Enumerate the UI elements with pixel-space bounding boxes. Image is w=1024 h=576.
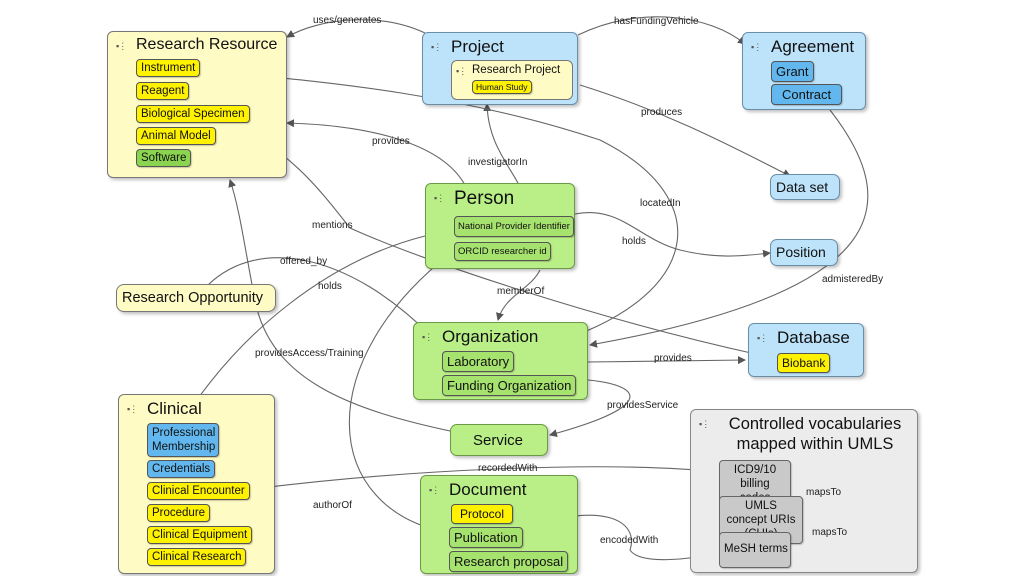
- edge-provides-rr: [286, 119, 466, 186]
- database-title: Database: [777, 328, 850, 347]
- animal-model-chip[interactable]: Animal Model: [136, 127, 216, 145]
- reagent-chip[interactable]: Reagent: [136, 82, 190, 100]
- agreement-box[interactable]: ▪⋮ Agreement Grant Contract: [742, 32, 866, 110]
- edge-administered-by: [589, 109, 869, 348]
- label-mentions: mentions: [312, 220, 353, 231]
- edge-mentions: [229, 122, 761, 356]
- edge-investigator-in: [483, 103, 519, 184]
- label-holds-position: holds: [622, 236, 646, 247]
- label-administered-by: admisteredBy: [822, 274, 884, 285]
- position-title: Position: [776, 244, 826, 260]
- label-investigator-in: investigatorIn: [468, 157, 528, 168]
- edge-holds-position: [574, 212, 771, 258]
- project-box[interactable]: ▪⋮ Project ▪⋮ Research Project Human Stu…: [422, 32, 578, 105]
- clinical-title: Clinical: [147, 399, 202, 418]
- drag-handle-icon[interactable]: ▪⋮: [431, 42, 442, 52]
- drag-handle-icon[interactable]: ▪⋮: [429, 485, 440, 495]
- edge-located-in: [199, 66, 679, 346]
- label-provides-access: providesAccess/Training: [255, 348, 364, 359]
- drag-handle-icon[interactable]: ▪⋮: [422, 332, 433, 342]
- research-project-box[interactable]: ▪⋮ Research Project Human Study: [451, 60, 573, 100]
- service-box[interactable]: Service: [450, 424, 548, 456]
- software-chip[interactable]: Software: [136, 149, 192, 167]
- edge-recorded-with: [244, 466, 721, 491]
- contract-chip[interactable]: Contract: [771, 84, 843, 105]
- label-maps-to-2: mapsTo: [812, 527, 848, 538]
- clinical-research-chip[interactable]: Clinical Research: [147, 548, 247, 566]
- drag-handle-icon[interactable]: ▪⋮: [456, 66, 467, 76]
- edge-provides-service: [549, 379, 631, 438]
- vocabularies-title: Controlled vocabularies mapped within UM…: [728, 415, 902, 453]
- edge-author-of: [348, 249, 456, 536]
- label-provides-service: providesService: [607, 400, 679, 411]
- edge-provides-db: [587, 356, 746, 365]
- clinical-encounter-chip[interactable]: Clinical Encounter: [147, 482, 250, 500]
- database-box[interactable]: ▪⋮ Database Biobank: [748, 323, 864, 377]
- label-maps-to-1: mapsTo: [806, 487, 842, 498]
- protocol-chip[interactable]: Protocol: [451, 504, 514, 524]
- human-study-chip[interactable]: Human Study: [472, 80, 532, 94]
- label-encoded-with: encodedWith: [600, 535, 659, 546]
- drag-handle-icon[interactable]: ▪⋮: [751, 42, 762, 52]
- label-member-of: memberOf: [497, 286, 545, 297]
- research-opportunity-box[interactable]: Research Opportunity: [116, 284, 276, 312]
- credentials-chip[interactable]: Credentials: [147, 460, 216, 478]
- edge-member-of: [496, 269, 541, 321]
- label-produces: produces: [641, 107, 683, 118]
- label-located-in: locatedIn: [640, 198, 681, 209]
- document-title: Document: [449, 480, 527, 499]
- label-uses-generates: uses/generates: [313, 15, 382, 26]
- organization-title: Organization: [442, 327, 539, 346]
- publication-chip[interactable]: Publication: [449, 527, 523, 548]
- edge-produces: [579, 84, 791, 177]
- instrument-chip[interactable]: Instrument: [136, 59, 201, 77]
- drag-handle-icon[interactable]: ▪⋮: [127, 404, 138, 414]
- dataset-title: Data set: [776, 179, 829, 195]
- research-resource-title: Research Resource: [136, 36, 278, 53]
- edge-offered-by: [207, 257, 431, 336]
- edge-provides-access: [228, 179, 456, 433]
- edge-uses-generates: [286, 19, 426, 38]
- agreement-title: Agreement: [771, 37, 855, 56]
- label-author-of: authorOf: [313, 500, 352, 511]
- procedure-chip[interactable]: Procedure: [147, 504, 211, 522]
- label-recorded-with: recordedWith: [478, 463, 538, 474]
- vocabularies-box[interactable]: ▪⋮ Controlled vocabularies mapped within…: [690, 409, 918, 573]
- clinical-equipment-chip[interactable]: Clinical Equipment: [147, 526, 253, 544]
- drag-handle-icon[interactable]: ▪⋮: [699, 419, 710, 429]
- document-box[interactable]: ▪⋮ Document Protocol Publication Researc…: [420, 475, 578, 574]
- funding-organization-chip[interactable]: Funding Organization: [442, 375, 577, 396]
- project-title: Project: [451, 37, 504, 56]
- research-resource-box[interactable]: ▪⋮ Research Resource Instrument Reagent …: [107, 31, 287, 178]
- person-title: Person: [454, 188, 515, 209]
- position-box[interactable]: Position: [770, 239, 838, 266]
- clinical-box[interactable]: ▪⋮ Clinical Professional Membership Cred…: [118, 394, 275, 574]
- grant-chip[interactable]: Grant: [771, 61, 814, 82]
- edge-has-funding-vehicle: [577, 16, 746, 45]
- label-provides-rr: provides: [372, 136, 410, 147]
- research-proposal-chip[interactable]: Research proposal: [449, 551, 569, 572]
- orcid-chip[interactable]: ORCID researcher id: [454, 242, 551, 261]
- biological-specimen-chip[interactable]: Biological Specimen: [136, 105, 250, 123]
- label-provides-db: provides: [654, 353, 692, 364]
- person-box[interactable]: ▪⋮ Person National Provider Identifier O…: [425, 183, 575, 269]
- organization-box[interactable]: ▪⋮ Organization Laboratory Funding Organ…: [413, 322, 588, 400]
- laboratory-chip[interactable]: Laboratory: [442, 351, 515, 372]
- npi-chip[interactable]: National Provider Identifier: [454, 216, 574, 237]
- professional-membership-chip[interactable]: Professional Membership: [147, 423, 219, 457]
- research-project-title: Research Project: [472, 64, 561, 76]
- edge-holds-membership: [179, 235, 426, 426]
- label-has-funding-vehicle: hasFundingVehicle: [614, 16, 699, 27]
- research-opportunity-title: Research Opportunity: [122, 290, 264, 306]
- label-offered-by: offered_by: [280, 256, 328, 267]
- service-title: Service: [473, 432, 524, 449]
- drag-handle-icon[interactable]: ▪⋮: [757, 333, 768, 343]
- dataset-box[interactable]: Data set: [770, 174, 840, 200]
- drag-handle-icon[interactable]: ▪⋮: [434, 193, 445, 203]
- biobank-chip[interactable]: Biobank: [777, 353, 831, 373]
- label-holds-membership: holds: [318, 281, 342, 292]
- mesh-terms-chip[interactable]: MeSH terms: [719, 532, 791, 568]
- drag-handle-icon[interactable]: ▪⋮: [116, 41, 127, 51]
